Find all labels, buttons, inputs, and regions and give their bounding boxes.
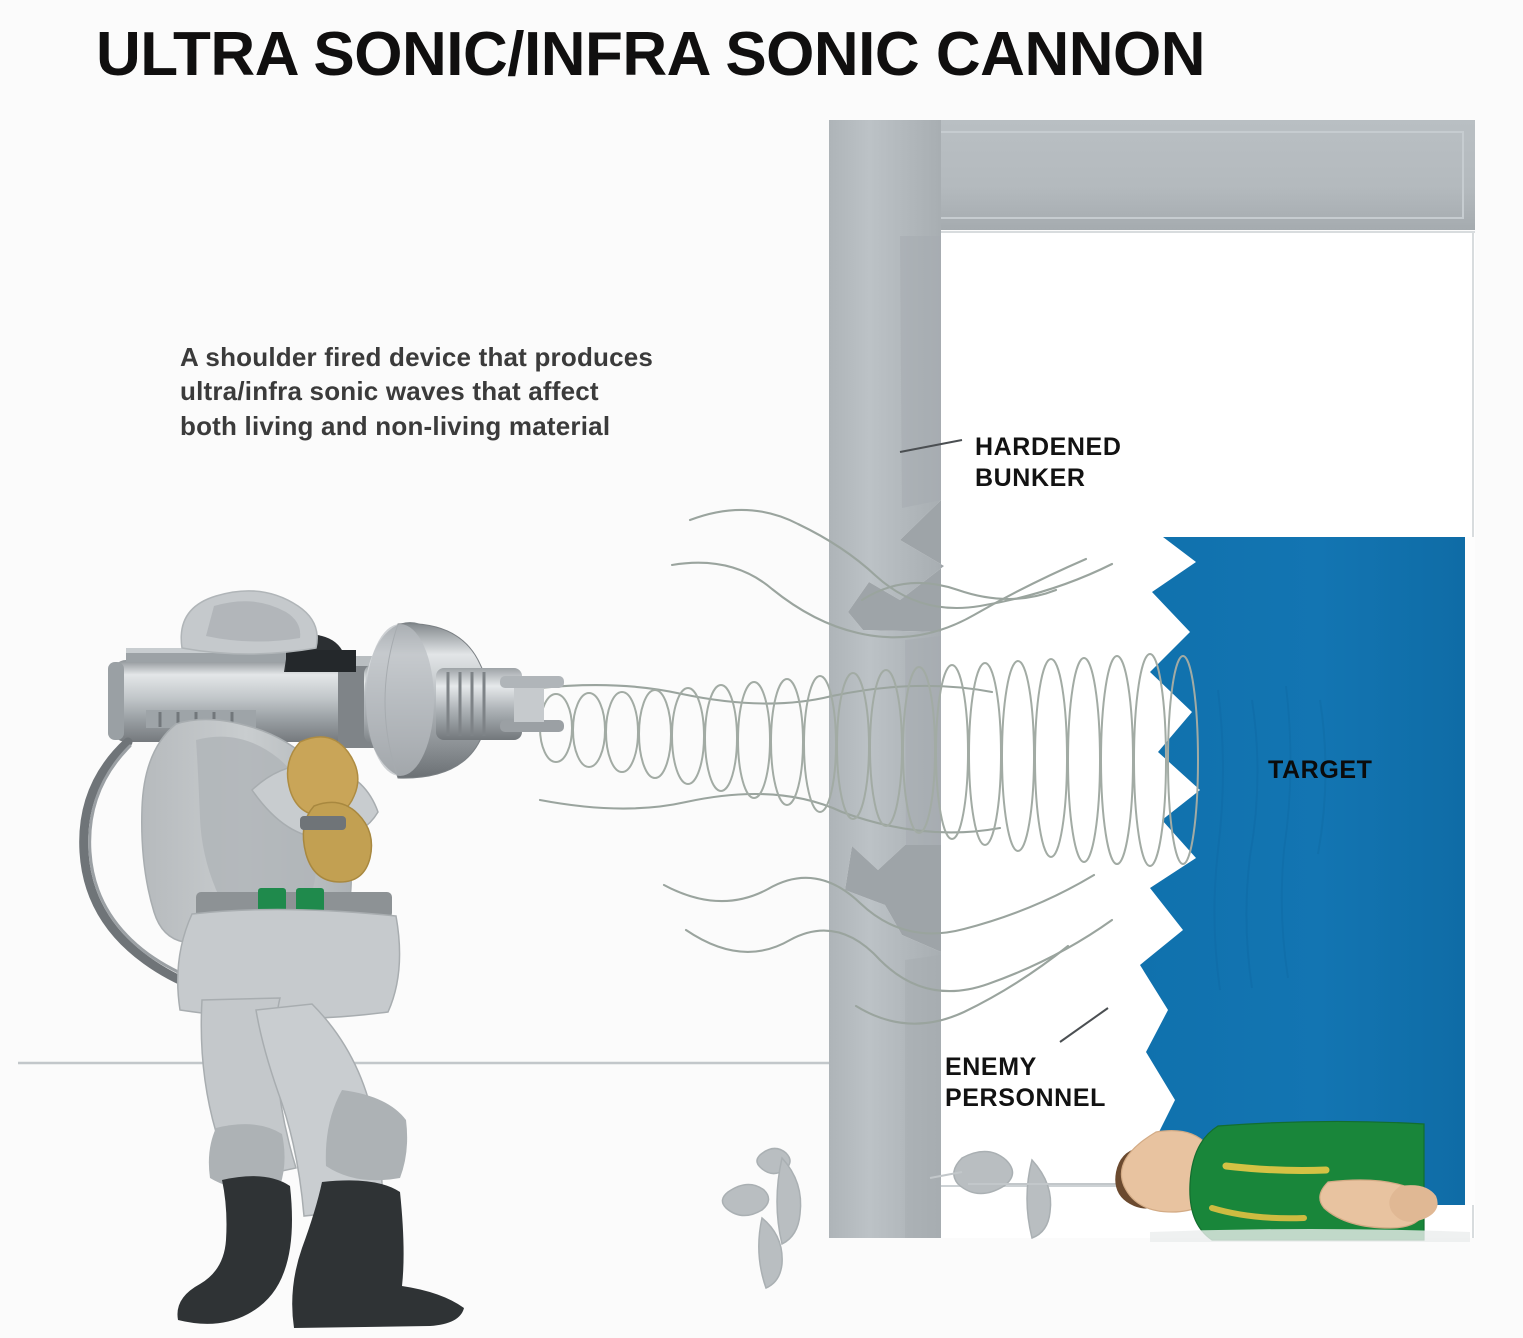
weapon-rear-cap — [108, 662, 124, 740]
enemy-hand — [1389, 1185, 1438, 1222]
weapon-emitter-inner — [366, 624, 434, 776]
label-enemy-personnel: ENEMY PERSONNEL — [945, 1053, 1106, 1112]
soldier-hips — [176, 908, 401, 1020]
debris-guide-line — [929, 1171, 963, 1179]
description-text: A shoulder fired device that produces ul… — [180, 342, 654, 441]
bunker-break-chunk-upper — [848, 500, 944, 632]
leader-line-enemy-personnel — [1059, 1007, 1109, 1043]
debris-fragment-4 — [758, 1216, 783, 1290]
target-block — [1140, 537, 1475, 1205]
rubble-debris-left — [721, 1147, 802, 1290]
bunker-break-chunk-lower — [845, 845, 941, 952]
label-target: TARGET — [1268, 756, 1373, 784]
rubble-debris-right — [929, 1150, 1150, 1239]
soldier-rear-knee-pad — [208, 1124, 285, 1190]
debris-fragment-6 — [1026, 1158, 1052, 1239]
enemy-personnel-figure — [1115, 1120, 1470, 1242]
sonic-cannon-weapon — [79, 622, 564, 1009]
weapon-emitter-rod-top — [500, 676, 564, 688]
weapon-emitter-tip — [514, 688, 544, 722]
beam-wave-lower-1 — [662, 873, 1096, 935]
soldier-front-boot — [292, 1180, 464, 1328]
soldier-front-knee-pad — [325, 1090, 408, 1181]
label-hardened-bunker: HARDENED BUNKER — [975, 433, 1122, 492]
beam-wave-lower-2 — [684, 918, 1114, 993]
weapon-emitter-rod-bottom — [500, 720, 564, 732]
enemy-figure-shadow — [1150, 1229, 1470, 1242]
target-blue-shape — [1140, 537, 1465, 1205]
soldier-glove-strap — [300, 816, 346, 830]
leader-line-hardened-bunker — [899, 439, 963, 453]
soldier-helmet-shade — [206, 601, 301, 642]
debris-fragment-2 — [721, 1183, 770, 1217]
beam-wave-upper-1 — [688, 508, 1114, 610]
soldier — [141, 590, 464, 1328]
page-title: ULTRA SONIC/INFRA SONIC CANNON — [96, 20, 1206, 89]
beam-helix-coils — [539, 653, 1199, 867]
beam-wave-lower-3 — [854, 944, 1070, 1025]
weapon-muzzle-fins — [446, 672, 486, 736]
callout-leader-lines — [899, 439, 1109, 1043]
bunker-wall-inner-shadow — [900, 236, 941, 508]
bunker-wall-inner-shadow-3 — [905, 955, 941, 1238]
target-erosion-striations — [1213, 685, 1327, 991]
weapon-muzzle-barrel — [436, 668, 522, 740]
sonic-beam — [538, 508, 1199, 1025]
weapon-sight-base — [286, 650, 356, 672]
debris-fragment-3 — [776, 1156, 802, 1246]
beam-wave-upper-3 — [860, 581, 1058, 602]
beam-wave-upper-2 — [670, 557, 1088, 639]
soldier-rear-boot — [177, 1176, 292, 1324]
target-right-margin — [1465, 537, 1475, 1205]
beam-outline-upper — [538, 684, 994, 705]
enemy-uniform-stripe-2 — [1209, 1205, 1307, 1222]
enemy-uniform-stripe-1 — [1222, 1162, 1330, 1174]
